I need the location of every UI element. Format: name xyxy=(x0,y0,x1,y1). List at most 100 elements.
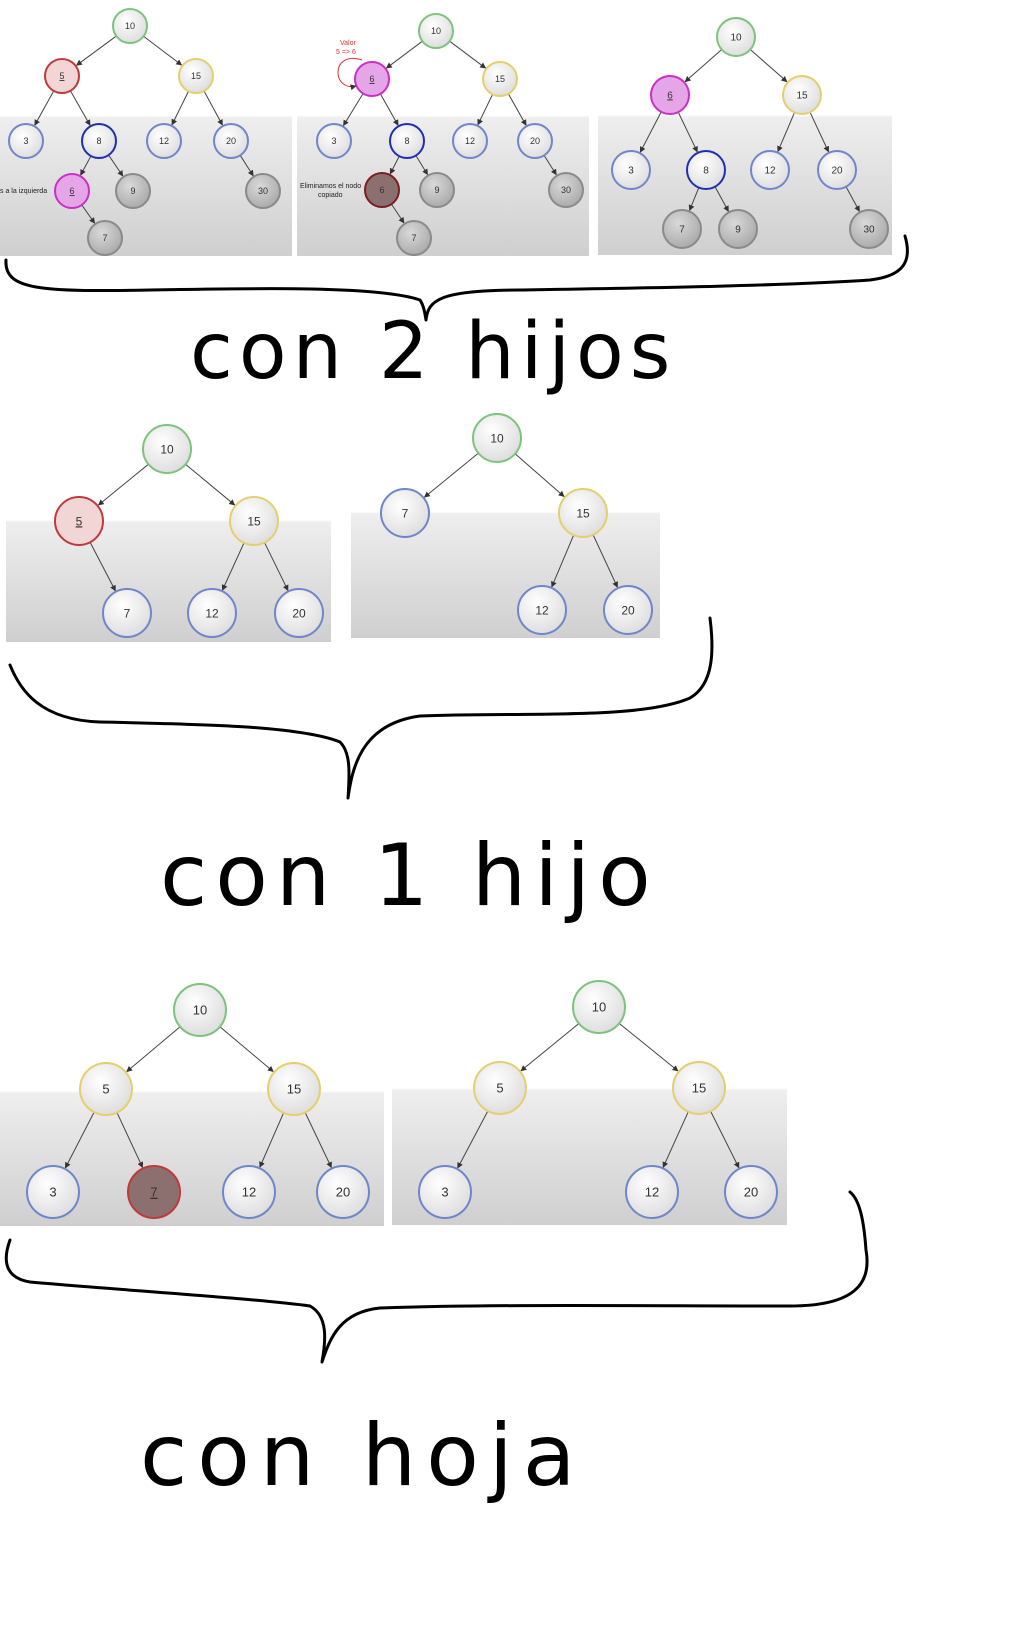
tree-node-value: 15 xyxy=(495,74,505,84)
tree-edge xyxy=(389,155,400,175)
tree-node-value: 15 xyxy=(247,514,261,528)
tree-node-value: 20 xyxy=(226,136,236,146)
tree-node-value: 7 xyxy=(679,224,685,235)
tree-edge xyxy=(89,542,116,592)
tree-edge xyxy=(219,1026,274,1073)
tree-edge xyxy=(457,1110,489,1169)
tree-node-value: 8 xyxy=(703,165,709,176)
tree-node: 5 xyxy=(473,1061,527,1115)
tree-node-circle xyxy=(54,496,104,546)
tree-edge xyxy=(449,40,487,69)
tree-node-value: 9 xyxy=(735,224,741,235)
brace-leaf xyxy=(4,1190,869,1364)
tree-node: 7 xyxy=(87,220,123,256)
tree-node: 15 xyxy=(558,488,608,538)
tree-node-value: 20 xyxy=(530,136,540,146)
tree-edge xyxy=(809,112,829,153)
tree-node: 12 xyxy=(517,585,567,635)
panel2-value-label: Valor xyxy=(340,40,356,47)
tree-node-value: 12 xyxy=(205,606,219,620)
tree-node-value: 10 xyxy=(490,431,504,445)
tree-node: 15 xyxy=(482,61,518,97)
tree-node-value: 15 xyxy=(287,1082,301,1097)
tree-node: 9 xyxy=(718,209,758,249)
tree-edge xyxy=(684,49,723,83)
brace-one-child xyxy=(8,616,714,800)
tree-node-circle xyxy=(603,585,653,635)
tree-node-value: 10 xyxy=(730,32,742,43)
tree-edge xyxy=(97,463,149,506)
tree-node-value: 15 xyxy=(191,71,201,81)
tree-edge xyxy=(264,542,289,592)
tree-edge xyxy=(239,155,254,177)
tree-edge xyxy=(171,91,189,126)
tree-node-value: 5 xyxy=(496,1081,503,1096)
tree-node-value: 6 xyxy=(69,186,74,196)
tree-edge xyxy=(76,35,117,66)
tree-node-value: 10 xyxy=(193,1003,207,1018)
tree-node-circle xyxy=(418,1165,472,1219)
tree-node-value: 7 xyxy=(124,606,131,620)
tree-node-circle xyxy=(178,58,214,94)
tree-node-value: 15 xyxy=(576,506,590,520)
tree-node: 20 xyxy=(517,123,553,159)
tree-node-circle xyxy=(662,209,702,249)
tree-edge xyxy=(391,203,405,224)
tree-edge xyxy=(423,452,479,498)
tree-edge xyxy=(203,90,223,126)
tree-edge xyxy=(80,155,92,176)
tree-node: 5 xyxy=(54,496,104,546)
tree-node-circle xyxy=(173,983,227,1037)
tree-node-circle xyxy=(750,150,790,190)
tree-node-value: 7 xyxy=(150,1185,157,1200)
tree-edge xyxy=(710,1111,740,1169)
tree-edge xyxy=(777,112,796,153)
tree-node-value: 12 xyxy=(159,136,169,146)
tree-node-circle xyxy=(112,8,148,44)
tree-edge xyxy=(116,1112,144,1169)
tree-edge xyxy=(69,90,91,126)
tree-node-circle xyxy=(79,1062,133,1116)
tree-node-value: 10 xyxy=(431,26,441,36)
tree-node-value: 10 xyxy=(160,442,174,456)
tree-node-circle xyxy=(81,123,117,159)
tree-node: 30 xyxy=(849,209,889,249)
tree-node-circle xyxy=(625,1165,679,1219)
tree-node: 12 xyxy=(452,123,488,159)
tree-node: 30 xyxy=(245,173,281,209)
tree-node-circle xyxy=(8,123,44,159)
tree-node-circle xyxy=(558,488,608,538)
tree-node-circle xyxy=(267,1062,321,1116)
tree-node: 10 xyxy=(418,13,454,49)
tree-node: 10 xyxy=(142,424,192,474)
tree-node-circle xyxy=(102,588,152,638)
tree-node: 7 xyxy=(380,488,430,538)
tree-edge xyxy=(618,1022,679,1072)
panel2-text-line2: copiado xyxy=(318,192,343,199)
tree-node-circle xyxy=(274,588,324,638)
tree-node-value: 30 xyxy=(561,185,571,195)
tree-node-circle xyxy=(419,172,455,208)
tree-node: 15 xyxy=(672,1061,726,1115)
tree-node-circle xyxy=(187,588,237,638)
tree-node: 7 xyxy=(662,209,702,249)
tree-node: 5 xyxy=(44,58,80,94)
tree-edge xyxy=(592,534,618,588)
tree-node-circle xyxy=(650,75,690,115)
tree-node-value: 12 xyxy=(465,136,475,146)
tree-node-value: 6 xyxy=(379,185,384,195)
tree-node-value: 10 xyxy=(592,1000,606,1015)
tree-node: 12 xyxy=(222,1165,276,1219)
panel2-value-expr: 5 => 6 xyxy=(336,49,356,56)
tree-node-value: 7 xyxy=(402,506,409,520)
tree-node-value: 3 xyxy=(23,136,28,146)
tree-node-circle xyxy=(229,496,279,546)
label-two-children: con 2 hijos xyxy=(190,307,676,397)
tree-node-value: 7 xyxy=(102,233,107,243)
tree-node-circle xyxy=(364,172,400,208)
